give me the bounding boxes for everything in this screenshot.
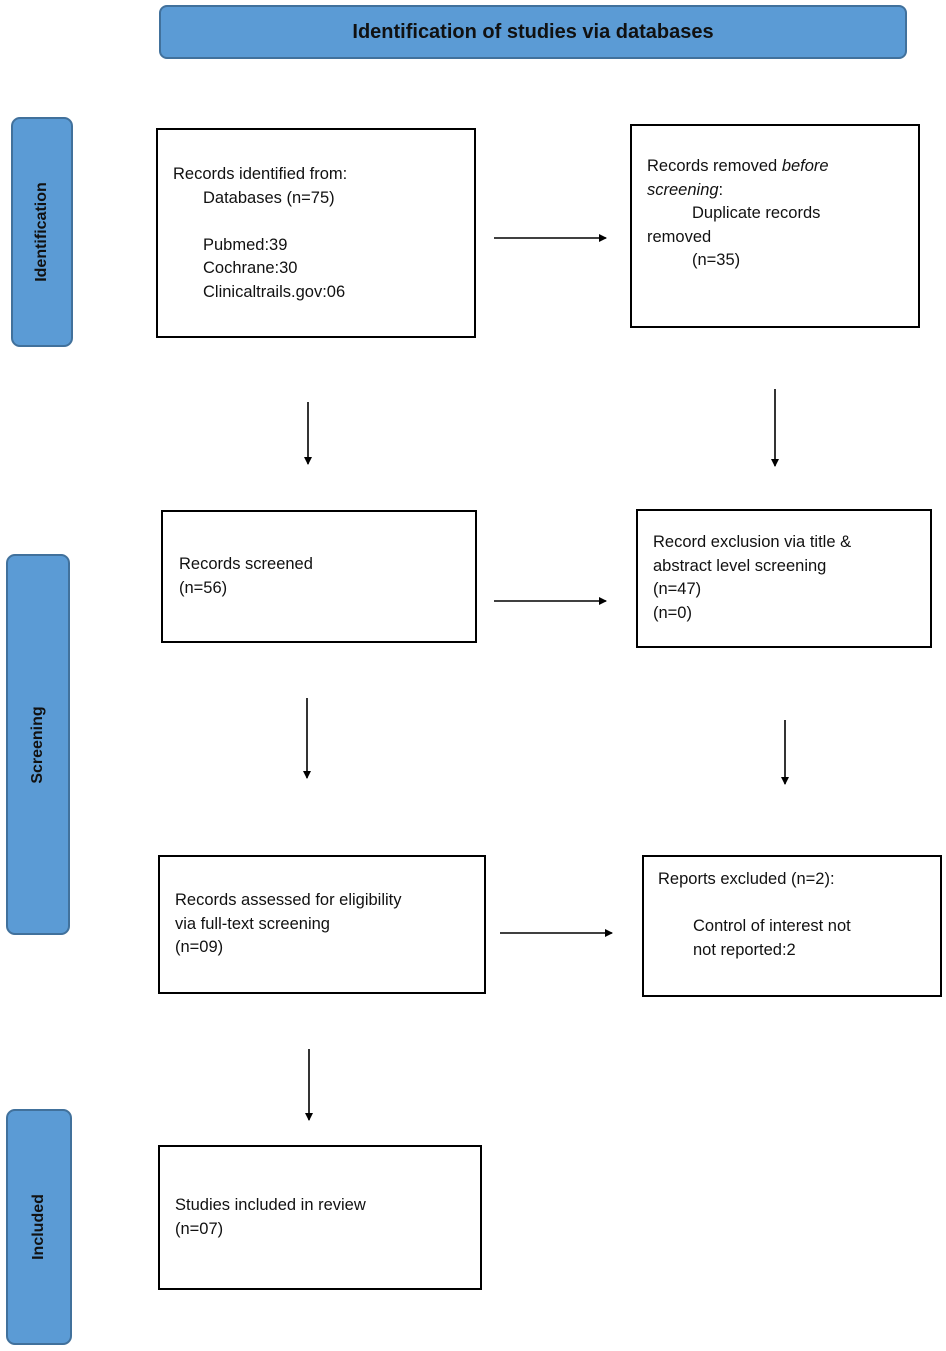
records-assessed-label-2: via full-text screening [175, 914, 330, 933]
reports-excluded-reason: Control of interest not [693, 917, 851, 935]
duplicate-records-label: Duplicate records [692, 204, 821, 222]
reports-excluded-box: Reports excluded (n=2): Control of inter… [642, 855, 942, 997]
stage-screening: Screening [6, 554, 70, 935]
records-identified-heading: Records identified from: [173, 165, 348, 183]
records-assessed-box: Records assessed for eligibility via ful… [158, 855, 486, 994]
duplicate-records-label-2: removed [647, 227, 712, 246]
records-identified-box: Records identified from: Databases (n=75… [156, 128, 476, 338]
record-exclusion-count-2: (n=0) [653, 603, 692, 622]
records-screened-label: Records screened [179, 555, 313, 573]
header-banner: Identification of studies via databases [159, 5, 907, 59]
header-title: Identification of studies via databases [352, 20, 714, 43]
duplicate-records-count: (n=35) [692, 251, 741, 269]
records-screened-box: Records screened (n=56) [161, 510, 477, 643]
reports-excluded-reason-2: not reported:2 [693, 940, 796, 959]
records-identified-clinicaltrials: Clinicaltrails.gov:06 [203, 282, 346, 301]
records-identified-databases: Databases (n=75) [203, 188, 335, 207]
studies-included-count: (n=07) [175, 1219, 224, 1238]
records-removed-heading-2: screening: [647, 180, 724, 199]
stage-included: Included [6, 1109, 72, 1345]
stage-identification: Identification [11, 117, 73, 347]
record-exclusion-count-1: (n=47) [653, 580, 702, 598]
record-exclusion-label: Record exclusion via title & [653, 533, 852, 551]
reports-excluded-label: Reports excluded (n=2): [658, 870, 835, 888]
records-identified-pubmed: Pubmed:39 [203, 235, 288, 254]
studies-included-label: Studies included in review [175, 1196, 366, 1214]
records-identified-cochrane: Cochrane:30 [203, 259, 298, 277]
record-exclusion-label-2: abstract level screening [653, 556, 827, 575]
records-removed-heading: Records removed before [647, 157, 829, 175]
records-screened-count: (n=56) [179, 578, 228, 597]
records-assessed-label: Records assessed for eligibility [175, 891, 402, 909]
record-exclusion-box: Record exclusion via title & abstract le… [636, 509, 932, 648]
records-removed-box: Records removed before screening: Duplic… [630, 124, 920, 328]
studies-included-box: Studies included in review (n=07) [158, 1145, 482, 1290]
records-assessed-count: (n=09) [175, 938, 224, 956]
